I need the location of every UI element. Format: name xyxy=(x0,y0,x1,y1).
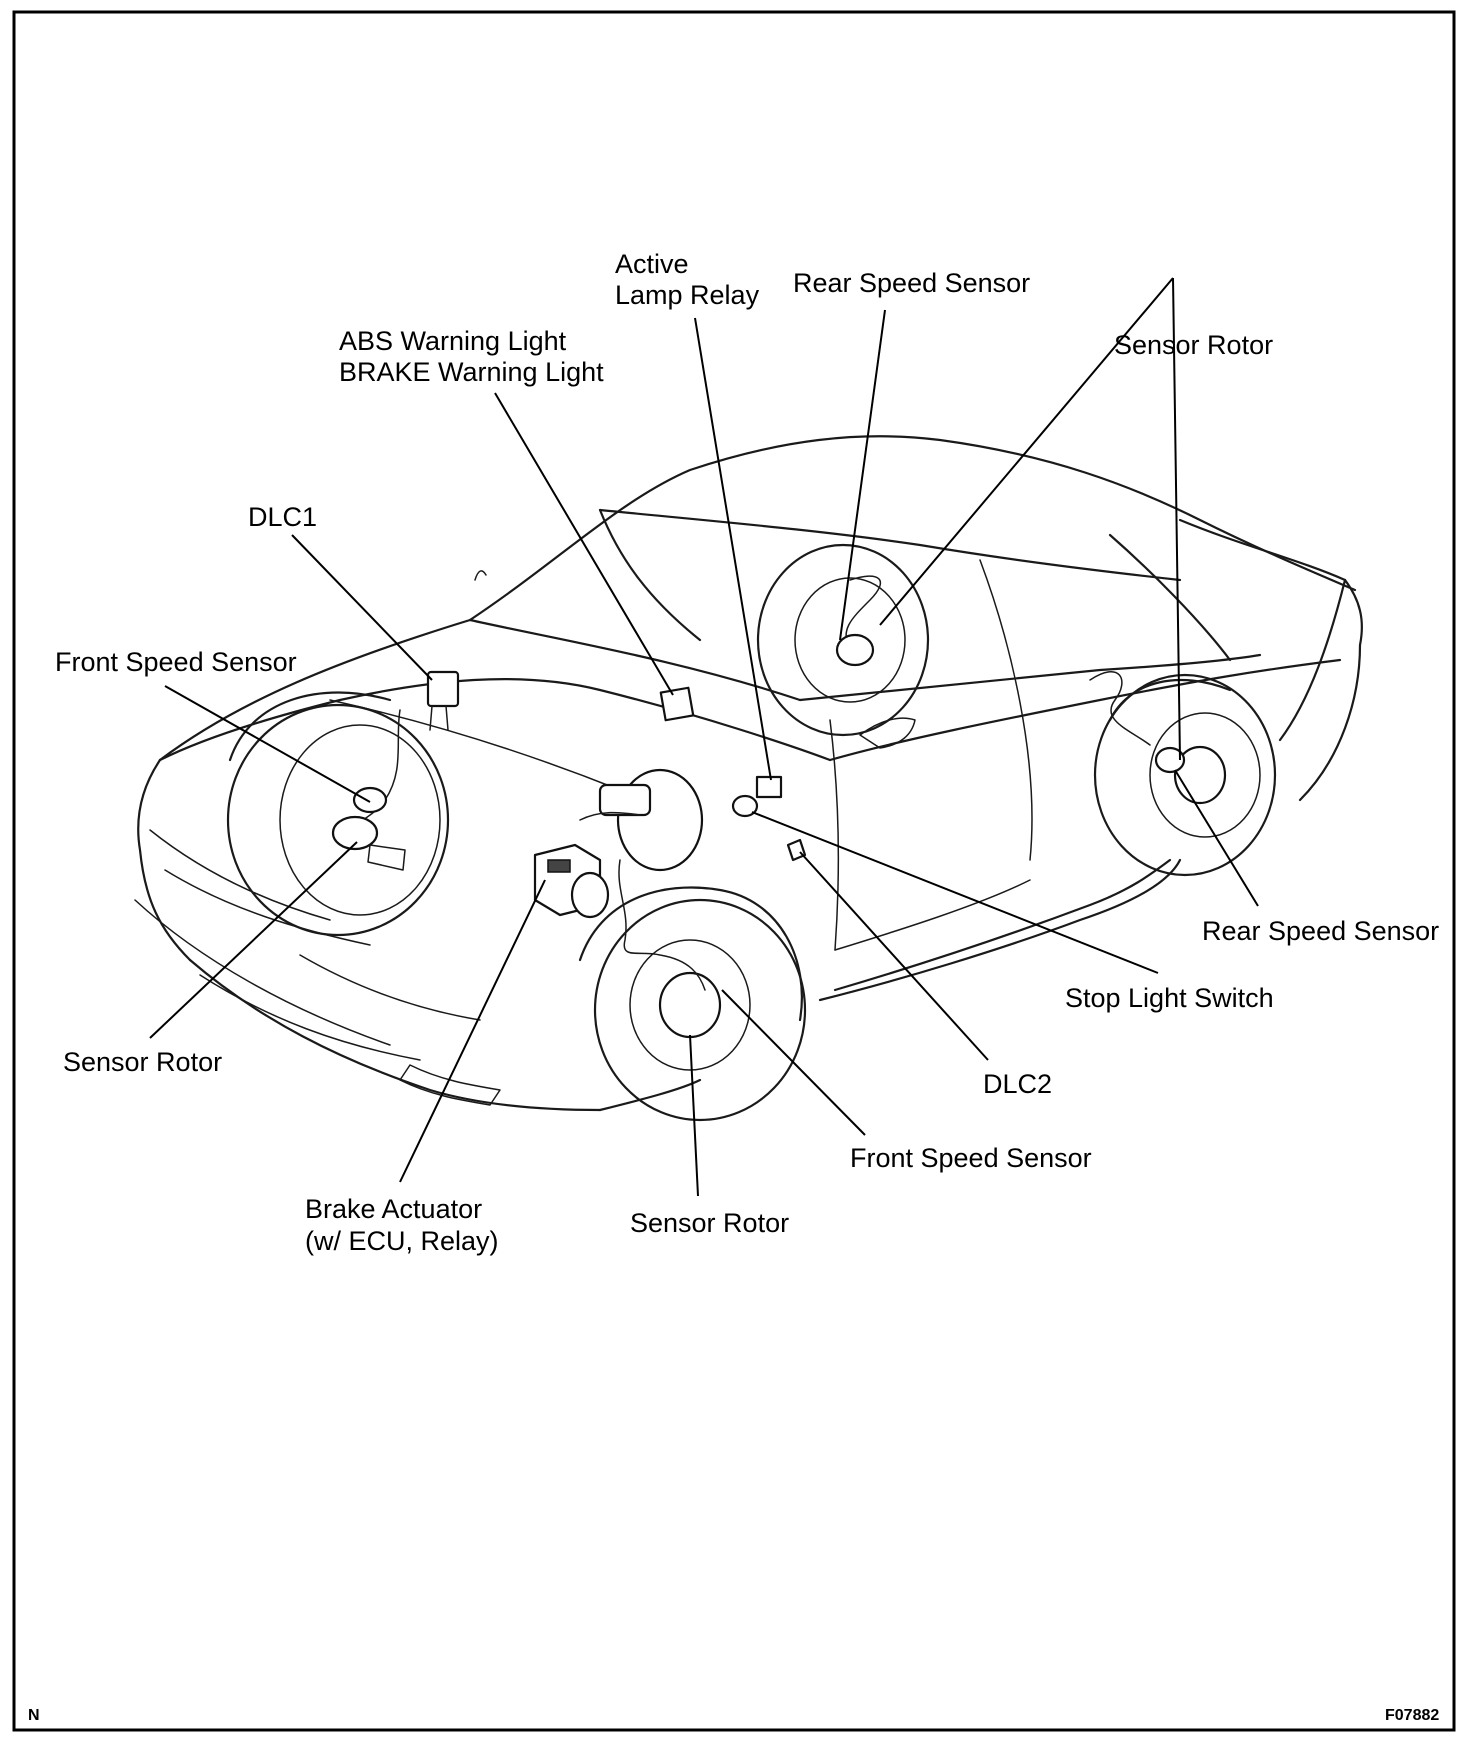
label-sensor-rotor-bottom: Sensor Rotor xyxy=(630,1208,789,1238)
leader-dlc2 xyxy=(799,851,989,1061)
rear-left-speed-sensor xyxy=(835,575,882,667)
dlc2-connector xyxy=(786,838,807,862)
leader-rear-speed-sensor-right xyxy=(1174,769,1259,907)
rear-right-wheel xyxy=(1093,673,1277,877)
brake-booster xyxy=(579,768,704,872)
label-front-speed-sensor-bottom: Front Speed Sensor xyxy=(850,1143,1092,1173)
leader-sensor-rotor-top-b xyxy=(1172,277,1181,761)
rear-right-speed-sensor xyxy=(1089,670,1186,774)
leader-front-speed-sensor-left xyxy=(164,685,371,803)
corner-mark-n: N xyxy=(28,1707,40,1724)
leader-rear-speed-sensor-top xyxy=(839,309,886,641)
figure-code: F07882 xyxy=(1385,1707,1439,1724)
front-right-sensor-harness xyxy=(618,859,706,991)
front-left-speed-sensor xyxy=(331,709,406,871)
label-rear-speed-sensor-right: Rear Speed Sensor xyxy=(1202,916,1439,946)
leader-abs-brake-warning xyxy=(494,392,674,696)
label-abs-warning-light: ABS Warning Light xyxy=(339,326,567,356)
label-stop-light-switch: Stop Light Switch xyxy=(1065,983,1274,1013)
leader-front-speed-sensor-bottom xyxy=(721,989,866,1136)
leader-sensor-rotor-top-a xyxy=(879,277,1174,626)
label-dlc2: DLC2 xyxy=(983,1069,1052,1099)
label-brake-actuator-line2: (w/ ECU, Relay) xyxy=(305,1226,499,1256)
brake-actuator-unit xyxy=(533,843,610,919)
active-lamp-relay-box xyxy=(755,775,783,799)
leader-sensor-rotor-bottom xyxy=(689,1034,699,1197)
stop-light-switch-body xyxy=(731,794,759,818)
label-rear-speed-sensor-top: Rear Speed Sensor xyxy=(793,268,1030,298)
diagram-frame xyxy=(12,10,1456,1732)
leader-active-lamp-relay xyxy=(694,317,772,781)
label-brake-warning-light: BRAKE Warning Light xyxy=(339,357,604,387)
label-brake-actuator-line1: Brake Actuator xyxy=(305,1194,482,1224)
leader-sensor-rotor-left xyxy=(149,841,358,1039)
warning-light-module xyxy=(659,686,695,722)
label-sensor-rotor-top-right: Sensor Rotor xyxy=(1114,330,1273,360)
callout-labels: Active Lamp Relay Rear Speed Sensor ABS … xyxy=(55,249,1439,1256)
label-dlc1: DLC1 xyxy=(248,502,317,532)
leader-dlc1 xyxy=(291,534,433,681)
dlc1-connector xyxy=(426,670,460,731)
label-front-speed-sensor-left: Front Speed Sensor xyxy=(55,647,297,677)
label-active-lamp-relay-line1: Active xyxy=(615,249,689,279)
front-left-wheel xyxy=(226,691,450,937)
label-active-lamp-relay-line2: Lamp Relay xyxy=(615,280,760,310)
rear-left-wheel xyxy=(756,543,930,737)
leader-stop-light-switch xyxy=(751,811,1159,974)
leader-brake-actuator xyxy=(399,879,546,1183)
label-sensor-rotor-left: Sensor Rotor xyxy=(63,1047,222,1077)
car-illustration xyxy=(134,435,1363,1122)
leader-lines xyxy=(149,277,1259,1197)
